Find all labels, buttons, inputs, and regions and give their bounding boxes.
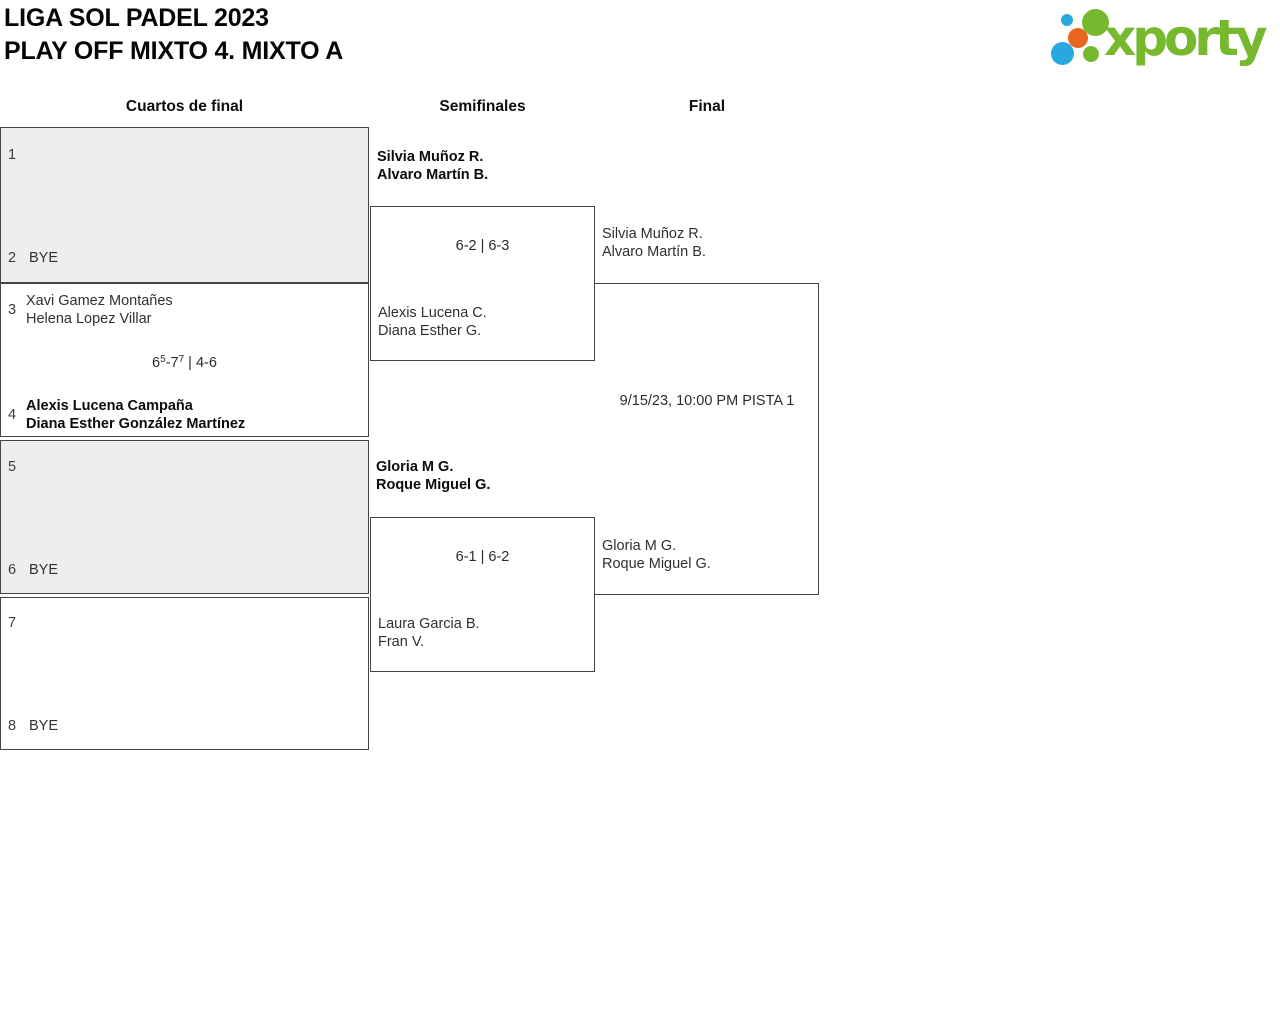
page-title: LIGA SOL PADEL 2023 PLAY OFF MIXTO 4. MI… (4, 2, 343, 68)
team-player-2: Diana Esther G. (378, 323, 482, 339)
sf-match-1: 6-2 | 6-3 Alexis Lucena C. Diana Esther … (370, 206, 595, 361)
match-score: 6-2 | 6-3 (455, 238, 510, 254)
seed-number: 6 (8, 562, 17, 578)
qf-match-1: 1 2 BYE (0, 127, 369, 283)
seed-number: 5 (8, 459, 17, 475)
score-part: -7 (165, 355, 179, 371)
logo-dot-green-small-icon (1083, 46, 1099, 62)
team-player-1: Xavi Gamez Montañes (26, 293, 173, 309)
seed-number: 2 (8, 250, 17, 266)
seed-number: 8 (8, 718, 17, 734)
score-part: 6 (152, 355, 161, 371)
sf2-team-bottom: Laura Garcia B. Fran V. (378, 615, 480, 651)
score-tiebreak-sup: 7 (178, 354, 185, 365)
seed-number: 3 (8, 302, 17, 318)
final-match (595, 283, 819, 595)
team-pair-bottom-winner: Alexis Lucena Campaña Diana Esther Gonzá… (26, 397, 245, 433)
team-name-bye: BYE (29, 250, 59, 266)
seed-number: 7 (8, 615, 17, 631)
match-score: 65-77 | 4-6 (1, 354, 368, 374)
seed-number: 1 (8, 147, 17, 163)
team-player-2: Roque Miguel G. (376, 477, 491, 493)
team-pair-top: Xavi Gamez Montañes Helena Lopez Villar (26, 292, 173, 328)
sf-match-2: 6-1 | 6-2 Laura Garcia B. Fran V. (370, 517, 595, 672)
team-player-1: Gloria M G. (602, 538, 677, 554)
round-header-final: Final (688, 98, 726, 115)
team-player-1: Silvia Muñoz R. (377, 149, 484, 165)
qf-match-3: 5 6 BYE (0, 440, 369, 594)
team-player-1: Silvia Muñoz R. (602, 226, 703, 242)
xporty-logo[interactable]: xporty (1048, 6, 1280, 78)
match-score: 6-1 | 6-2 (455, 549, 510, 565)
qf-match-2: 3 Xavi Gamez Montañes Helena Lopez Villa… (0, 283, 369, 437)
final-team-top: Silvia Muñoz R. Alvaro Martín B. (602, 225, 706, 261)
qf-match-4: 7 8 BYE (0, 597, 369, 750)
round-header-semifinals: Semifinales (439, 98, 526, 115)
final-schedule: 9/15/23, 10:00 PM PISTA 1 (619, 393, 795, 409)
logo-dot-blue-large-icon (1051, 42, 1074, 65)
team-player-1: Laura Garcia B. (378, 616, 480, 632)
team-player-1: Gloria M G. (376, 459, 454, 475)
score-part: | 4-6 (184, 355, 217, 371)
team-player-2: Diana Esther González Martínez (26, 416, 246, 432)
team-name-bye: BYE (29, 718, 59, 734)
round-header-quarterfinals: Cuartos de final (125, 98, 244, 115)
team-player-1: Alexis Lucena Campaña (26, 398, 193, 414)
page-title-line1: LIGA SOL PADEL 2023 (4, 4, 269, 32)
sf1-team-bottom: Alexis Lucena C. Diana Esther G. (378, 304, 487, 340)
team-name-bye: BYE (29, 562, 59, 578)
logo-dot-blue-small-icon (1061, 14, 1073, 26)
final-team-bottom: Gloria M G. Roque Miguel G. (602, 537, 711, 573)
logo-dot-green-large-icon (1082, 9, 1109, 36)
seed-number: 4 (8, 407, 17, 423)
logo-dot-orange-icon (1068, 28, 1088, 48)
sf2-team-top: Gloria M G. Roque Miguel G. (376, 458, 490, 494)
team-player-2: Helena Lopez Villar (26, 311, 152, 327)
team-player-2: Fran V. (378, 634, 425, 650)
team-player-2: Alvaro Martín B. (602, 244, 706, 260)
team-player-1: Alexis Lucena C. (378, 305, 487, 321)
sf1-team-top: Silvia Muñoz R. Alvaro Martín B. (377, 148, 488, 184)
team-player-2: Roque Miguel G. (602, 556, 711, 572)
score-tiebreak-sup: 5 (160, 354, 166, 365)
page-title-line2: PLAY OFF MIXTO 4. MIXTO A (4, 37, 344, 65)
team-player-2: Alvaro Martín B. (377, 167, 489, 183)
xporty-wordmark: xporty (1104, 9, 1268, 67)
